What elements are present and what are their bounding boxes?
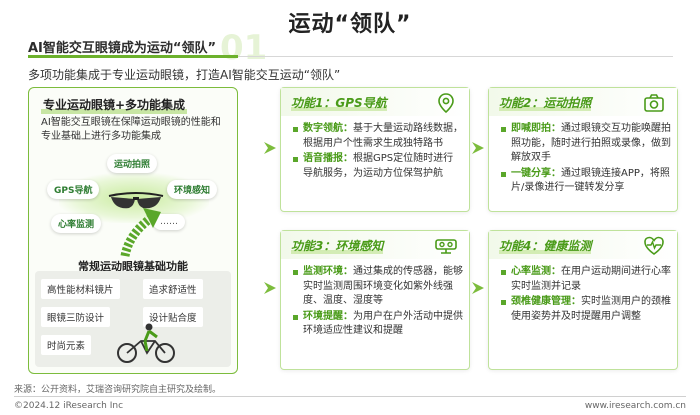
- page-title: 运动“领队”: [288, 12, 412, 37]
- website-link[interactable]: www.iresearch.com.cn: [584, 401, 686, 411]
- card-bullet: 颈椎健康管理：实时监测用户的颈椎使用姿势并及时提醒用户调整: [501, 295, 671, 324]
- card-bullet: 环境提醒：为用户在户外活动中提供环境适应性建议和提醒: [293, 310, 463, 339]
- location-pin-icon: [438, 93, 454, 114]
- title-underline: [28, 55, 673, 58]
- card-bullet: 心率监测：在用户运动期间进行心率实时监测并记录: [501, 265, 671, 294]
- chip-more: ……: [153, 214, 185, 230]
- connector-arrow: [264, 142, 276, 154]
- basic-item: 眼镜三防设计: [41, 307, 111, 327]
- function-card-environment: 功能3：环境感知 监测环境：通过集成的传感器，能够实时监测周围环境变化如紫外线强…: [280, 230, 470, 370]
- card-bullet: 监测环境：通过集成的传感器，能够实时监测周围环境变化如紫外线强度、温度、湿度等: [293, 265, 463, 309]
- sport-glasses-icon: [108, 192, 164, 209]
- card-title: 功能4：健康监测: [499, 239, 592, 254]
- chip-heart-rate: 心率监测: [51, 214, 102, 233]
- bullet-keyword: 语音播报：: [303, 153, 353, 164]
- card-title: 功能2：运动拍照: [499, 96, 592, 111]
- source-note: 来源：公开资料，艾瑞咨询研究院自主研究及绘制。: [14, 385, 222, 395]
- bullet-keyword: 颈椎健康管理：: [511, 296, 581, 307]
- bullet-keyword: 监测环境：: [303, 266, 353, 277]
- bullet-keyword: 心率监测：: [511, 266, 561, 277]
- bullet-keyword: 数字领航：: [303, 123, 353, 134]
- basic-functions-box: 高性能材料镜片 追求舒适性 眼镜三防设计 设计贴合度 时尚元素: [35, 271, 231, 367]
- bullet-text: 实时监测用户的颈椎使用姿势并及时提醒用户调整: [511, 296, 671, 322]
- bullet-text: 基于大量运动路线数据，根据用户个性需求生成独特路书: [303, 123, 463, 149]
- card-bullet: 数字领航：基于大量运动路线数据，根据用户个性需求生成独特路书: [293, 122, 463, 151]
- connector-arrow: [472, 142, 484, 154]
- card-bullet: 一键分享：通过眼镜连接APP，将照片/录像进行一键转发分享: [501, 167, 671, 196]
- subtitle: AI智能交互眼镜成为运动“领队”: [28, 41, 216, 56]
- growth-arrow-icon: [120, 208, 161, 257]
- basic-item: 高性能材料镜片: [41, 279, 120, 299]
- intro-text: 多项功能集成于专业运动眼镜，打造AI智能交互运动“领队”: [28, 68, 341, 82]
- camera-icon: [644, 94, 664, 112]
- card-bullet: 语音播报：根据GPS定位随时进行导航服务，为运动方位保驾护航: [293, 152, 463, 181]
- card-bullet: 即喊即拍：通过眼镜交互功能唤醒拍照功能，随时进行拍照或录像，做到解放双手: [501, 122, 671, 166]
- card-title: 功能1：GPS导航: [291, 96, 387, 111]
- left-panel-title: 专业运动眼镜+多功能集成: [40, 98, 188, 114]
- connector-arrow: [472, 282, 484, 294]
- cyclist-icon: [117, 323, 175, 363]
- basic-item: 设计贴合度: [143, 307, 203, 327]
- function-card-health: 功能4：健康监测 心率监测：在用户运动期间进行心率实时监测并记录 颈椎健康管理：…: [488, 230, 678, 370]
- bullet-keyword: 即喊即拍：: [511, 123, 561, 134]
- basic-item: 追求舒适性: [143, 279, 203, 299]
- chip-photo: 运动拍照: [107, 154, 158, 173]
- footer-divider: [14, 396, 686, 397]
- connector-arrow: [264, 282, 276, 294]
- card-title: 功能3：环境感知: [291, 239, 384, 254]
- bullet-keyword: 环境提醒：: [303, 310, 353, 322]
- card-header: [281, 88, 469, 116]
- bullet-text: 通过集成的传感器，能够实时监测周围环境变化如紫外线强度、温度、湿度等: [303, 266, 463, 306]
- bullet-text: 根据GPS定位随时进行导航服务，为运动方位保驾护航: [303, 153, 454, 179]
- left-panel: 专业运动眼镜+多功能集成 AI智能交互眼镜在保障运动眼镜的性能和专业基础上进行多…: [28, 87, 238, 374]
- heartbeat-icon: [644, 236, 664, 255]
- function-card-photo: 功能2：运动拍照 即喊即拍：通过眼镜交互功能唤醒拍照功能，随时进行拍照或录像，做…: [488, 87, 678, 212]
- basic-functions-title: 常规运动眼镜基础功能: [78, 260, 188, 273]
- bullet-text: 通过眼镜交互功能唤醒拍照功能，随时进行拍照或录像，做到解放双手: [511, 123, 671, 163]
- basic-item: 时尚元素: [41, 335, 92, 355]
- chip-gps: GPS导航: [47, 180, 100, 199]
- bullet-text: 在用户运动期间进行心率实时监测并记录: [511, 266, 671, 292]
- sensor-icon: [435, 239, 457, 254]
- card-body: 数字领航：基于大量运动路线数据，根据用户个性需求生成独特路书 语音播报：根据GP…: [293, 122, 463, 182]
- copyright: ©2024.12 iResearch Inc: [14, 401, 124, 411]
- card-body: 心率监测：在用户运动期间进行心率实时监测并记录 颈椎健康管理：实时监测用户的颈椎…: [501, 265, 671, 325]
- card-header: [281, 231, 469, 259]
- left-panel-description: AI智能交互眼镜在保障运动眼镜的性能和专业基础上进行多功能集成: [41, 117, 221, 142]
- bullet-keyword: 一键分享：: [511, 167, 561, 179]
- card-body: 监测环境：通过集成的传感器，能够实时监测周围环境变化如紫外线强度、温度、湿度等 …: [293, 265, 463, 340]
- function-card-gps: 功能1：GPS导航 数字领航：基于大量运动路线数据，根据用户个性需求生成独特路书…: [280, 87, 470, 212]
- bullet-text: 为用户在户外活动中提供环境适应性建议和提醒: [303, 310, 463, 337]
- section-number: 01: [220, 28, 268, 68]
- bullet-text: 通过眼镜连接APP，将照片/录像进行一键转发分享: [511, 167, 670, 194]
- chip-environment: 环境感知: [167, 180, 218, 199]
- card-body: 即喊即拍：通过眼镜交互功能唤醒拍照功能，随时进行拍照或录像，做到解放双手 一键分…: [501, 122, 671, 197]
